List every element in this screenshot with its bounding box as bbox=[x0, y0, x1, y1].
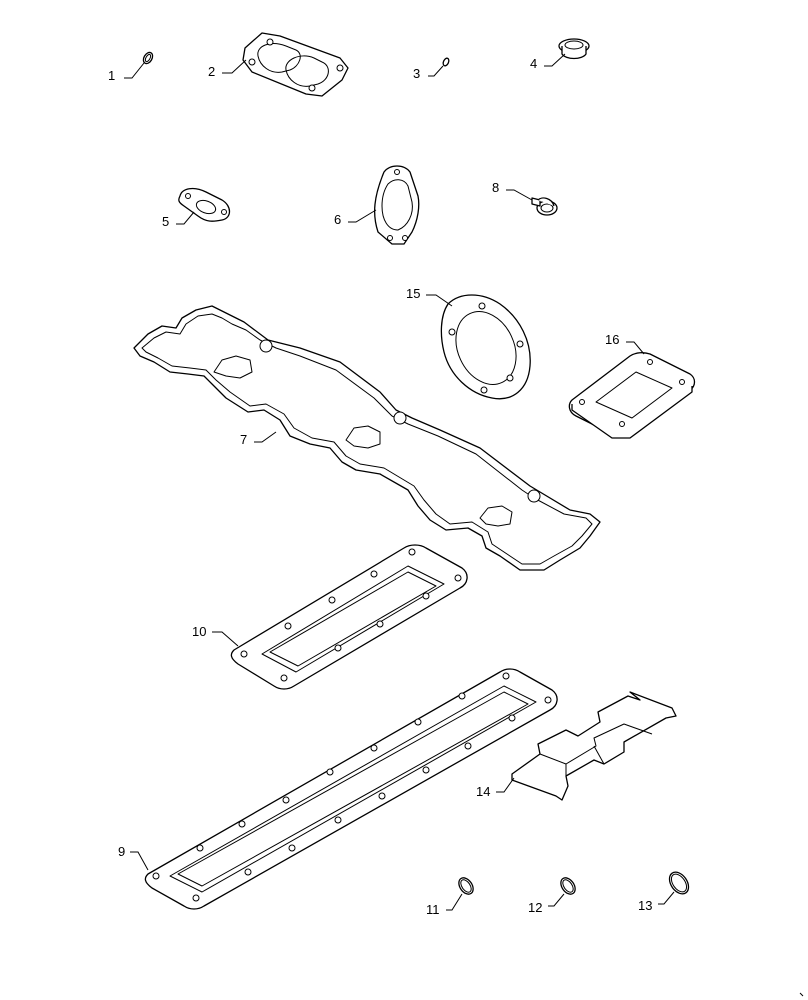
svg-text:5: 5 bbox=[162, 214, 169, 229]
part-10-cover-gasket[interactable] bbox=[230, 544, 468, 690]
svg-text:11: 11 bbox=[426, 902, 440, 917]
part-6-shield-gasket[interactable] bbox=[373, 165, 420, 245]
svg-text:9: 9 bbox=[118, 844, 125, 859]
callout-6: 6 bbox=[334, 209, 377, 227]
part-5-flange-gasket[interactable] bbox=[178, 187, 231, 222]
svg-text:4: 4 bbox=[530, 56, 537, 71]
part-4-plug[interactable] bbox=[558, 38, 590, 60]
part-14-stepped-plate[interactable] bbox=[511, 691, 677, 801]
svg-text:15: 15 bbox=[406, 286, 420, 301]
part-11-o-ring[interactable] bbox=[456, 875, 476, 897]
callout-4: 4 bbox=[530, 53, 566, 71]
callout-11: 11 bbox=[426, 893, 463, 917]
callout-7: 7 bbox=[240, 431, 277, 447]
callout-2: 2 bbox=[208, 59, 247, 79]
part-7-valve-cover-gasket[interactable] bbox=[133, 305, 601, 571]
svg-text:12: 12 bbox=[528, 900, 542, 915]
callout-3: 3 bbox=[413, 65, 444, 81]
svg-text:2: 2 bbox=[208, 64, 215, 79]
svg-text:3: 3 bbox=[413, 66, 420, 81]
svg-text:16: 16 bbox=[605, 332, 619, 347]
part-16-square-flange-gasket[interactable] bbox=[568, 352, 696, 439]
callout-16: 16 bbox=[605, 332, 645, 355]
svg-text:1: 1 bbox=[108, 68, 115, 83]
callout-5: 5 bbox=[162, 211, 195, 229]
callout-8: 8 bbox=[492, 180, 533, 201]
part-13-o-ring[interactable] bbox=[666, 869, 693, 898]
svg-text:10: 10 bbox=[192, 624, 206, 639]
callout-9: 9 bbox=[118, 844, 149, 871]
part-3-o-ring[interactable] bbox=[442, 57, 450, 67]
corner-mark bbox=[799, 992, 804, 997]
svg-text:7: 7 bbox=[240, 432, 247, 447]
svg-text:6: 6 bbox=[334, 212, 341, 227]
svg-text:14: 14 bbox=[476, 784, 490, 799]
callout-15: 15 bbox=[406, 286, 453, 307]
part-9-long-gasket[interactable] bbox=[144, 668, 558, 910]
callout-13: 13 bbox=[638, 891, 675, 913]
svg-text:8: 8 bbox=[492, 180, 499, 195]
part-2-twin-port-gasket[interactable] bbox=[242, 32, 349, 97]
callout-10: 10 bbox=[192, 624, 239, 647]
part-1-o-ring[interactable] bbox=[142, 51, 155, 65]
svg-text:13: 13 bbox=[638, 898, 652, 913]
part-15-round-flange-gasket[interactable] bbox=[440, 294, 531, 400]
callout-14: 14 bbox=[476, 777, 515, 799]
part-8-plug[interactable] bbox=[531, 197, 558, 216]
callout-1: 1 bbox=[108, 62, 145, 83]
part-12-o-ring[interactable] bbox=[558, 875, 578, 897]
callout-12: 12 bbox=[528, 893, 565, 915]
